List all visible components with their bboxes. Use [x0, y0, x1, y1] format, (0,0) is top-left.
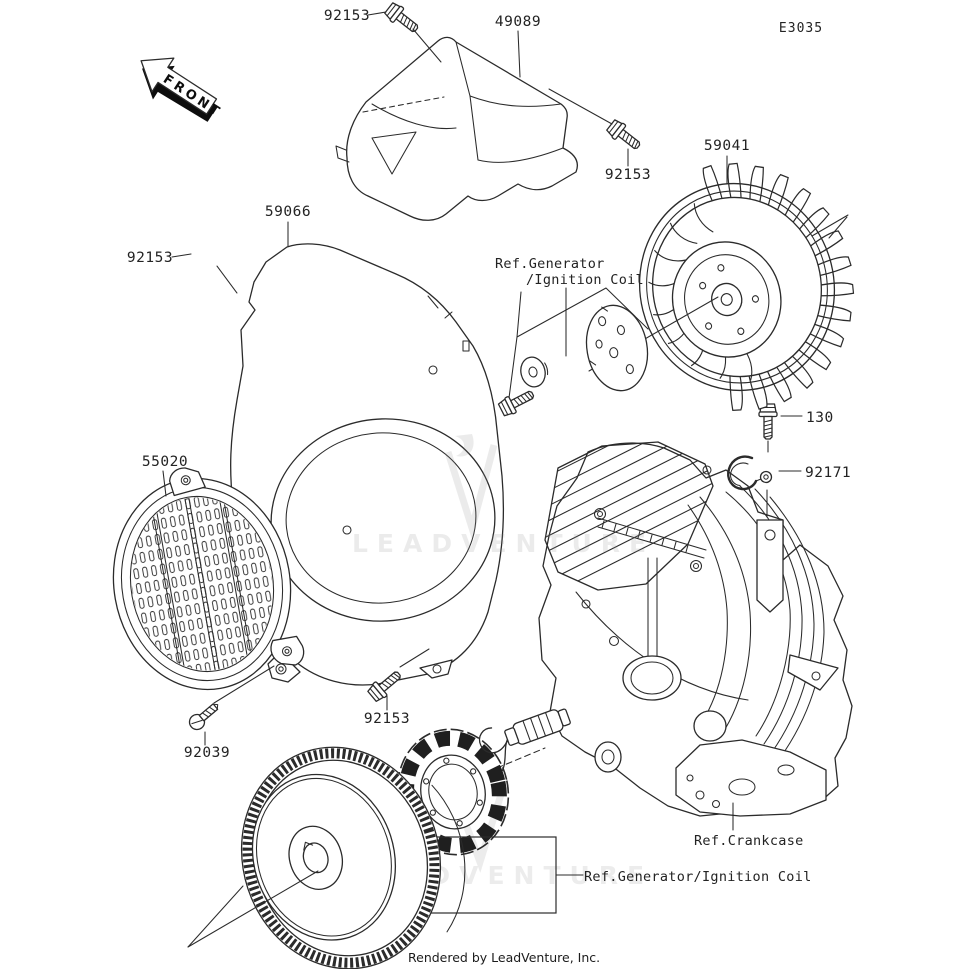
leader-lines-130-92171: [766, 415, 803, 518]
crankcase-drawing: [538, 441, 853, 817]
wire-connector: [478, 708, 571, 754]
ref-generator-line2: /Ignition Coil: [526, 272, 644, 288]
cooling-screen-drawing: [112, 467, 305, 691]
watermark-overlay: LEADVENTURE: [352, 434, 655, 558]
callout-92039[interactable]: 92039: [184, 745, 230, 761]
bolt-92153-top: [382, 0, 423, 38]
air-duct-drawing: [335, 36, 578, 221]
pulser-plate: [585, 304, 649, 392]
callout-92171[interactable]: 92171: [805, 465, 851, 481]
ref-crankcase: Ref.Crankcase: [694, 833, 804, 849]
flywheel-ring-gear-drawing: [240, 746, 466, 969]
callout-59066[interactable]: 59066: [265, 204, 311, 220]
stator-generator-drawing: [396, 708, 571, 856]
bolt-130: [758, 403, 778, 440]
footer-credit: Rendered by LeadVenture, Inc.: [408, 950, 600, 965]
callout-49089[interactable]: 49089: [495, 14, 541, 30]
front-direction-arrow: FRONT: [140, 57, 225, 122]
callout-55020[interactable]: 55020: [142, 454, 188, 470]
screw-92039: [188, 703, 219, 731]
callout-130[interactable]: 130: [806, 410, 834, 426]
clamp-92171: [727, 455, 773, 491]
callout-59041[interactable]: 59041: [704, 138, 750, 154]
flywheel-pointer-lines: [187, 870, 319, 948]
cooling-fan-drawing: [638, 162, 855, 412]
callout-92153-cover[interactable]: 92153: [127, 250, 173, 266]
callout-92153-duct[interactable]: 92153: [605, 167, 651, 183]
ignition-plate-group: [496, 287, 719, 419]
ref-generator-bottom: Ref.Generator/Ignition Coil: [584, 869, 812, 885]
leader-lines: [162, 11, 734, 831]
ref-generator-line1: Ref.Generator: [495, 256, 605, 272]
washer: [520, 356, 549, 388]
watermark-text-center: LEADVENTURE: [352, 529, 655, 558]
fan-rotation-arrow: [811, 214, 849, 239]
callout-labels: 92153 49089 E3035 92153 59041 59066 9215…: [127, 8, 851, 885]
callout-92153-top[interactable]: 92153: [324, 8, 370, 24]
callout-92153-flywheel[interactable]: 92153: [364, 711, 410, 727]
page-code: E3035: [779, 21, 823, 36]
